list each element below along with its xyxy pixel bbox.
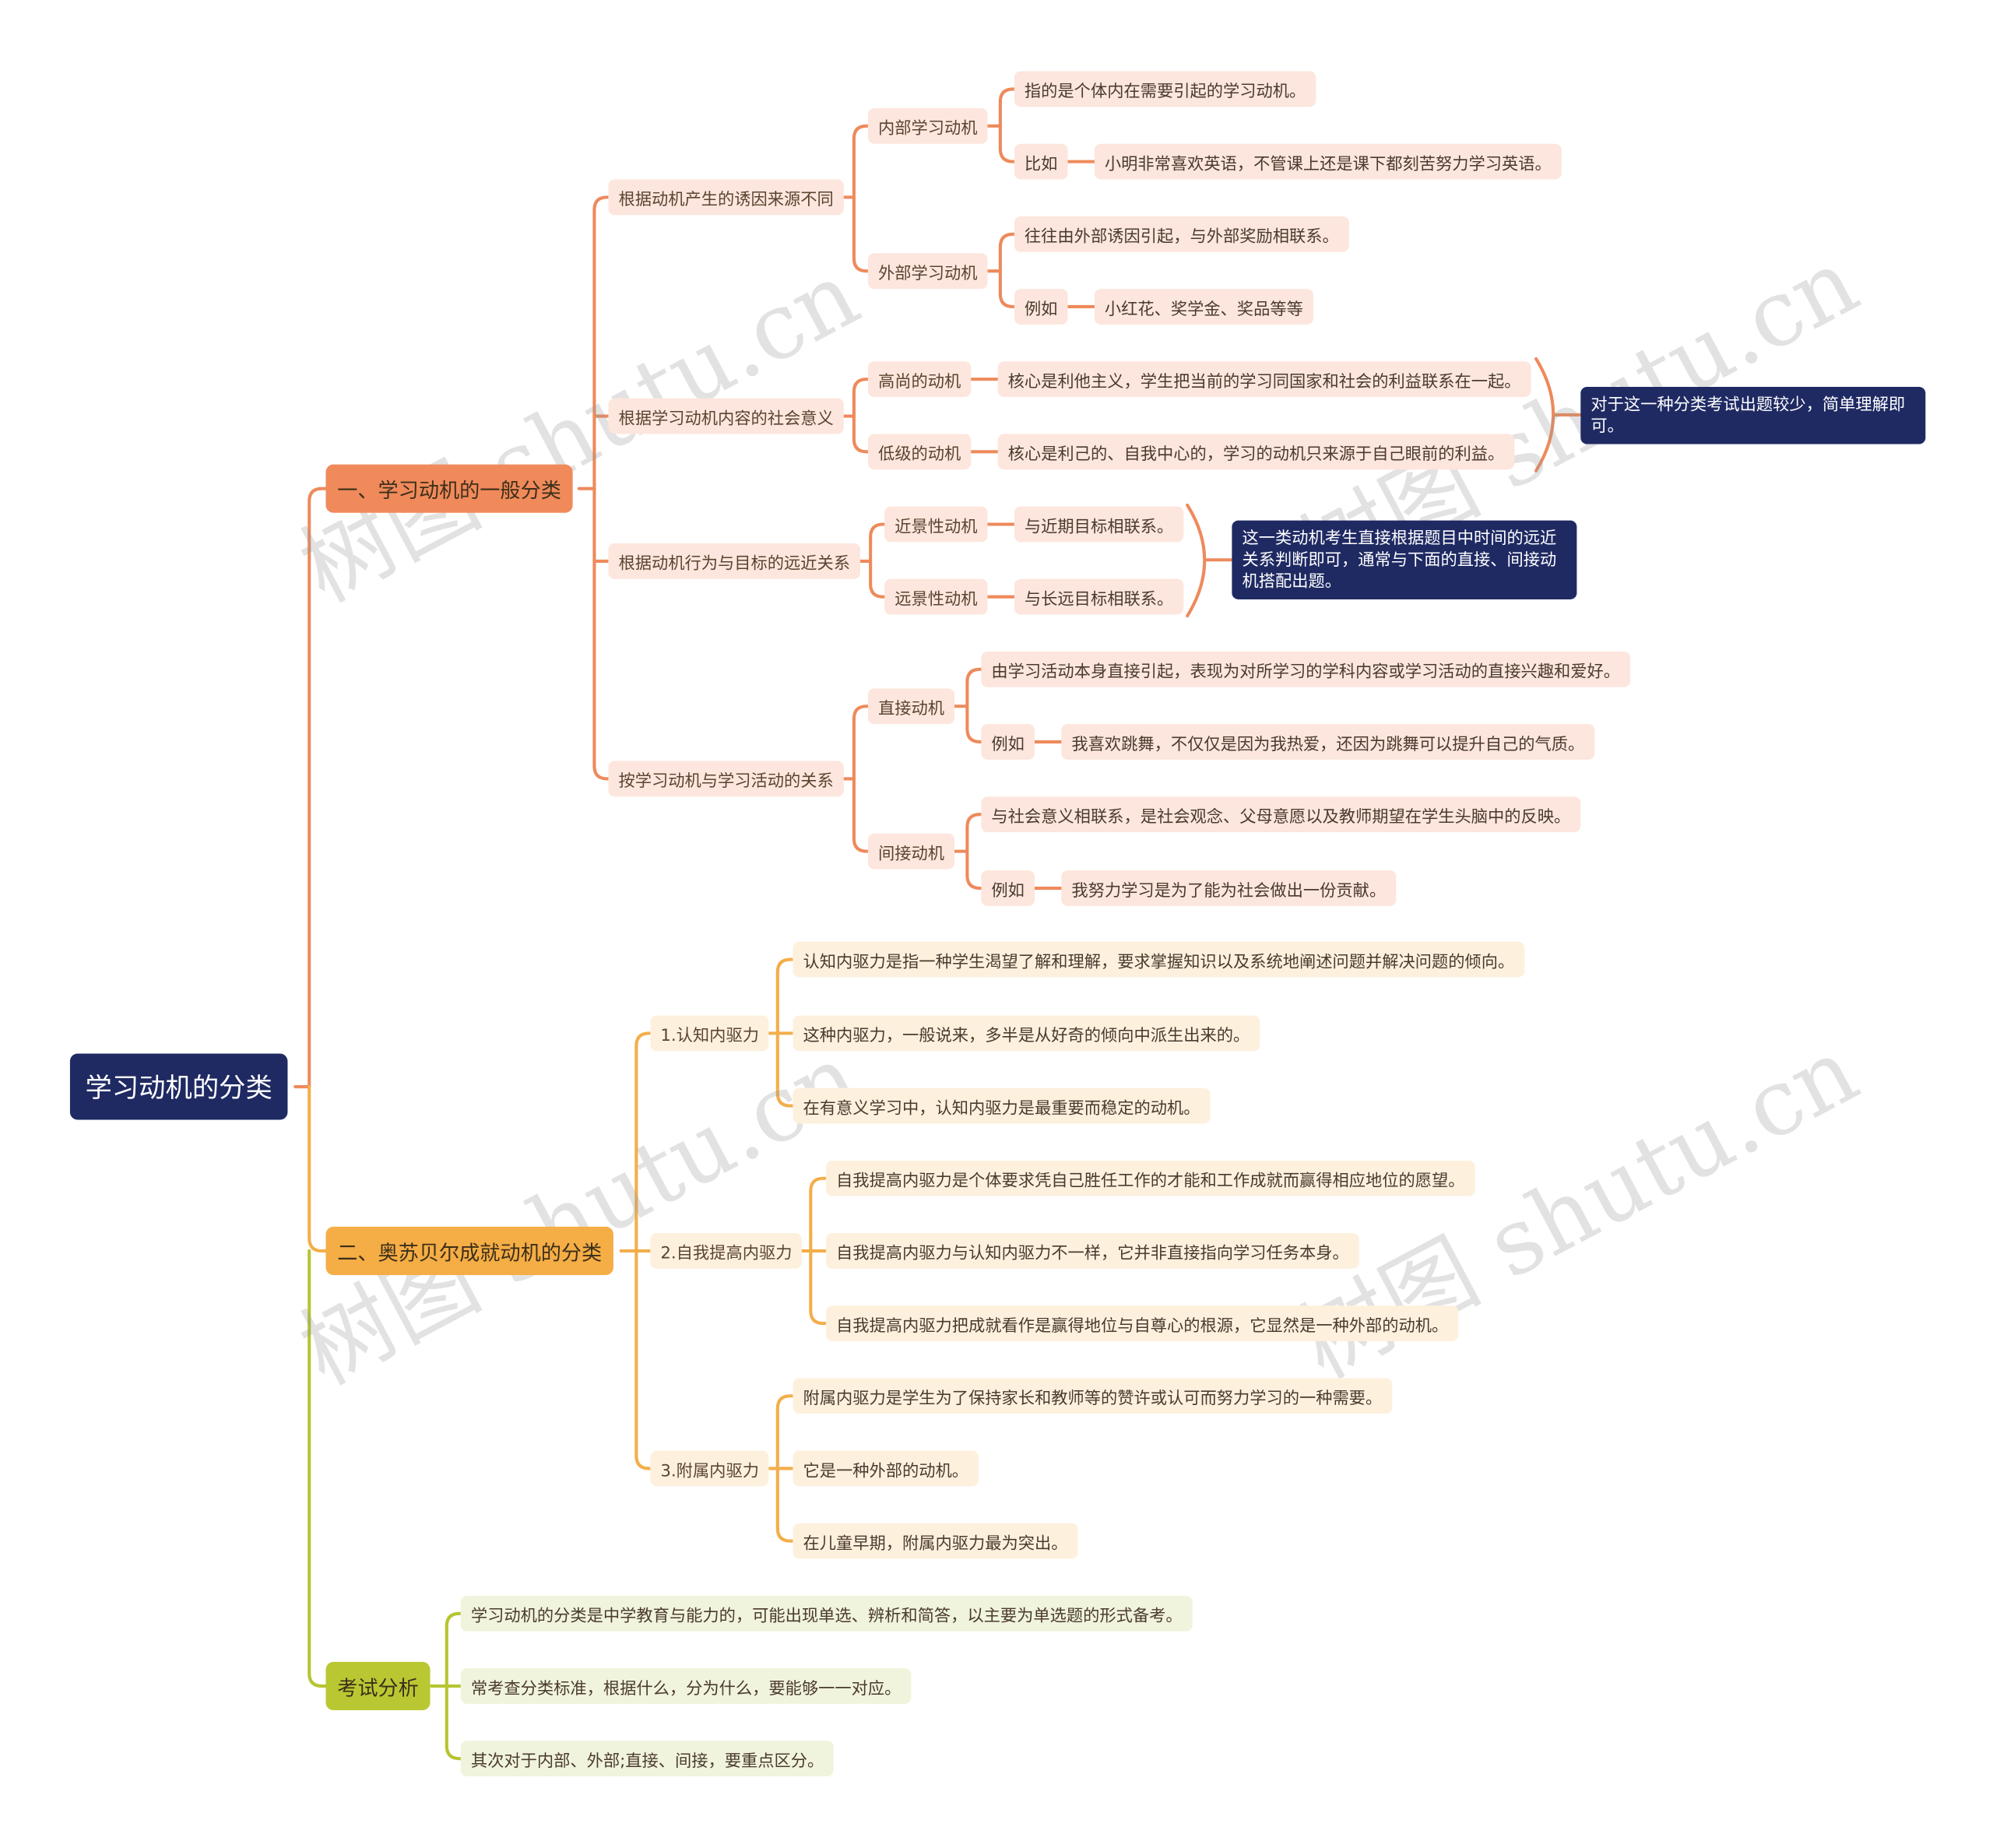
bracket (1534, 357, 1555, 473)
node-near-motivation[interactable]: 近景性动机 (884, 506, 988, 543)
connector-root-branch1 (308, 487, 328, 1089)
leaf-exam-3[interactable]: 其次对于内部、外部;直接、间接，要重点区分。 (460, 1741, 835, 1777)
connector-branch (809, 1309, 828, 1326)
node-far-motivation[interactable]: 远景性动机 (884, 578, 988, 615)
leaf-exam-2[interactable]: 常考查分类标准，根据什么，分为什么，要能够一一对应。 (460, 1668, 912, 1704)
connector-branch (809, 1176, 828, 1193)
leaf-indirect-example[interactable]: 我努力学习是为了能为社会做出一份贡献。 (1061, 870, 1397, 906)
leaf-low-desc[interactable]: 核心是利己的、自我中心的，学习的动机只来源于自己眼前的利益。 (997, 434, 1515, 470)
connector-branch (592, 195, 610, 212)
connector-branch (852, 704, 870, 721)
bracket (1186, 503, 1207, 618)
leaf-direct-definition[interactable]: 由学习活动本身直接引起，表现为对所学习的学科内容或学习活动的直接兴趣和爱好。 (981, 651, 1631, 687)
connector-branch (445, 1611, 462, 1628)
leaf-near-desc[interactable]: 与近期目标相联系。 (1014, 506, 1184, 543)
group-activity-relation[interactable]: 按学习动机与学习活动的关系 (608, 761, 844, 797)
connector-branch (998, 292, 1016, 309)
leaf-external-example-tag[interactable]: 例如 (1014, 289, 1068, 325)
node-internal-motivation[interactable]: 内部学习动机 (867, 107, 988, 144)
connector-branch (965, 727, 983, 744)
connector-branch (775, 957, 795, 974)
connector-branch (869, 582, 887, 599)
leaf-cognitive-3[interactable]: 在有意义学习中，认知内驱力是最重要而稳定的动机。 (793, 1087, 1211, 1124)
connector-branch (998, 147, 1016, 163)
branch-ausubel-classification[interactable]: 二、奥苏贝尔成就动机的分类 (325, 1226, 613, 1275)
leaf-self-improvement-3[interactable]: 自我提高内驱力把成就看作是赢得地位与自尊心的根源，它显然是一种外部的动机。 (825, 1305, 1459, 1341)
leaf-noble-desc[interactable]: 核心是利他主义，学生把当前的学习同国家和社会的利益联系在一起。 (997, 361, 1531, 398)
connector-branch (869, 522, 887, 539)
leaf-internal-example[interactable]: 小明非常喜欢英语，不管课上还是课下都刻苦努力学习英语。 (1094, 143, 1562, 180)
leaf-external-definition[interactable]: 往往由外部诱因引起，与外部奖励相联系。 (1014, 216, 1349, 252)
node-direct-motivation[interactable]: 直接动机 (867, 688, 955, 725)
leaf-affiliative-2[interactable]: 它是一种外部的动机。 (793, 1450, 979, 1487)
group-affiliative-drive[interactable]: 3.附属内驱力 (650, 1450, 770, 1487)
connector-root-branch2 (308, 1084, 328, 1252)
connector-branch (852, 256, 870, 273)
connector-branch (634, 1031, 652, 1048)
leaf-internal-definition[interactable]: 指的是个体内在需要引起的学习动机。 (1014, 71, 1316, 107)
note-goal-distance: 这一类动机考生直接根据题目中时间的远近关系判断即可，通常与下面的直接、间接动机搭… (1232, 520, 1577, 599)
connector-branch (775, 1091, 795, 1108)
root-node[interactable]: 学习动机的分类 (69, 1053, 288, 1120)
connector-branch (965, 813, 983, 829)
group-social-meaning[interactable]: 根据学习动机内容的社会意义 (608, 398, 844, 434)
group-self-improvement-drive[interactable]: 2.自我提高内驱力 (650, 1233, 803, 1269)
connector-branch (852, 837, 870, 853)
branch-general-classification[interactable]: 一、学习动机的一般分类 (325, 464, 573, 513)
leaf-cognitive-1[interactable]: 认知内驱力是指一种学生渴望了解和理解，要求掌握知识以及系统地阐述问题并解决问题的… (793, 941, 1525, 978)
note-social-meaning: 对于这一种分类考试出题较少，简单理解即可。 (1580, 386, 1926, 444)
connector-branch (775, 1394, 795, 1411)
connector-root-branch3 (308, 1249, 328, 1688)
leaf-self-improvement-2[interactable]: 自我提高内驱力与认知内驱力不一样，它并非直接指向学习任务本身。 (825, 1233, 1359, 1269)
leaf-affiliative-3[interactable]: 在儿童早期，附属内驱力最为突出。 (793, 1523, 1078, 1559)
leaf-indirect-definition[interactable]: 与社会意义相联系，是社会观念、父母意愿以及教师期望在学生头脑中的反映。 (981, 796, 1581, 833)
leaf-indirect-example-tag[interactable]: 例如 (981, 870, 1035, 906)
connector-branch (998, 232, 1016, 249)
leaf-self-improvement-1[interactable]: 自我提高内驱力是个体要求凭自己胜任工作的才能和工作成就而赢得相应地位的愿望。 (825, 1160, 1475, 1196)
node-indirect-motivation[interactable]: 间接动机 (867, 833, 955, 870)
node-low-motivation[interactable]: 低级的动机 (867, 434, 972, 470)
connector-branch (852, 378, 870, 394)
connector-branch (634, 1454, 652, 1470)
connector-branch (852, 124, 870, 141)
node-noble-motivation[interactable]: 高尚的动机 (867, 361, 972, 398)
leaf-cognitive-2[interactable]: 这种内驱力，一般说来，多半是从好奇的倾向中派生出来的。 (793, 1015, 1260, 1052)
branch-exam-analysis[interactable]: 考试分析 (325, 1661, 431, 1711)
connector-branch (998, 87, 1016, 104)
leaf-internal-example-tag[interactable]: 比如 (1014, 143, 1068, 180)
leaf-affiliative-1[interactable]: 附属内驱力是学生为了保持家长和教师等的赞许或认可而努力学习的一种需要。 (793, 1378, 1393, 1414)
leaf-external-example[interactable]: 小红花、奖学金、奖品等等 (1094, 289, 1314, 325)
group-goal-distance[interactable]: 根据动机行为与目标的远近关系 (608, 543, 861, 579)
leaf-direct-example[interactable]: 我喜欢跳舞，不仅仅是因为我热爱，还因为跳舞可以提升自己的气质。 (1061, 724, 1595, 760)
connector-branch (965, 667, 983, 684)
leaf-direct-example-tag[interactable]: 例如 (981, 724, 1035, 760)
connector-branch (592, 764, 610, 781)
leaf-far-desc[interactable]: 与长远目标相联系。 (1014, 578, 1184, 615)
leaf-exam-1[interactable]: 学习动机的分类是中学教育与能力的，可能出现单选、辨析和简答，以主要为单选题的形式… (460, 1595, 1193, 1632)
node-external-motivation[interactable]: 外部学习动机 (867, 253, 988, 290)
connector-branch (775, 1527, 795, 1543)
group-incentive-source[interactable]: 根据动机产生的诱因来源不同 (608, 179, 844, 216)
connector-branch (852, 437, 870, 454)
connector-branch (445, 1744, 462, 1761)
group-cognitive-drive[interactable]: 1.认知内驱力 (650, 1015, 770, 1052)
connector-branch (965, 873, 983, 891)
